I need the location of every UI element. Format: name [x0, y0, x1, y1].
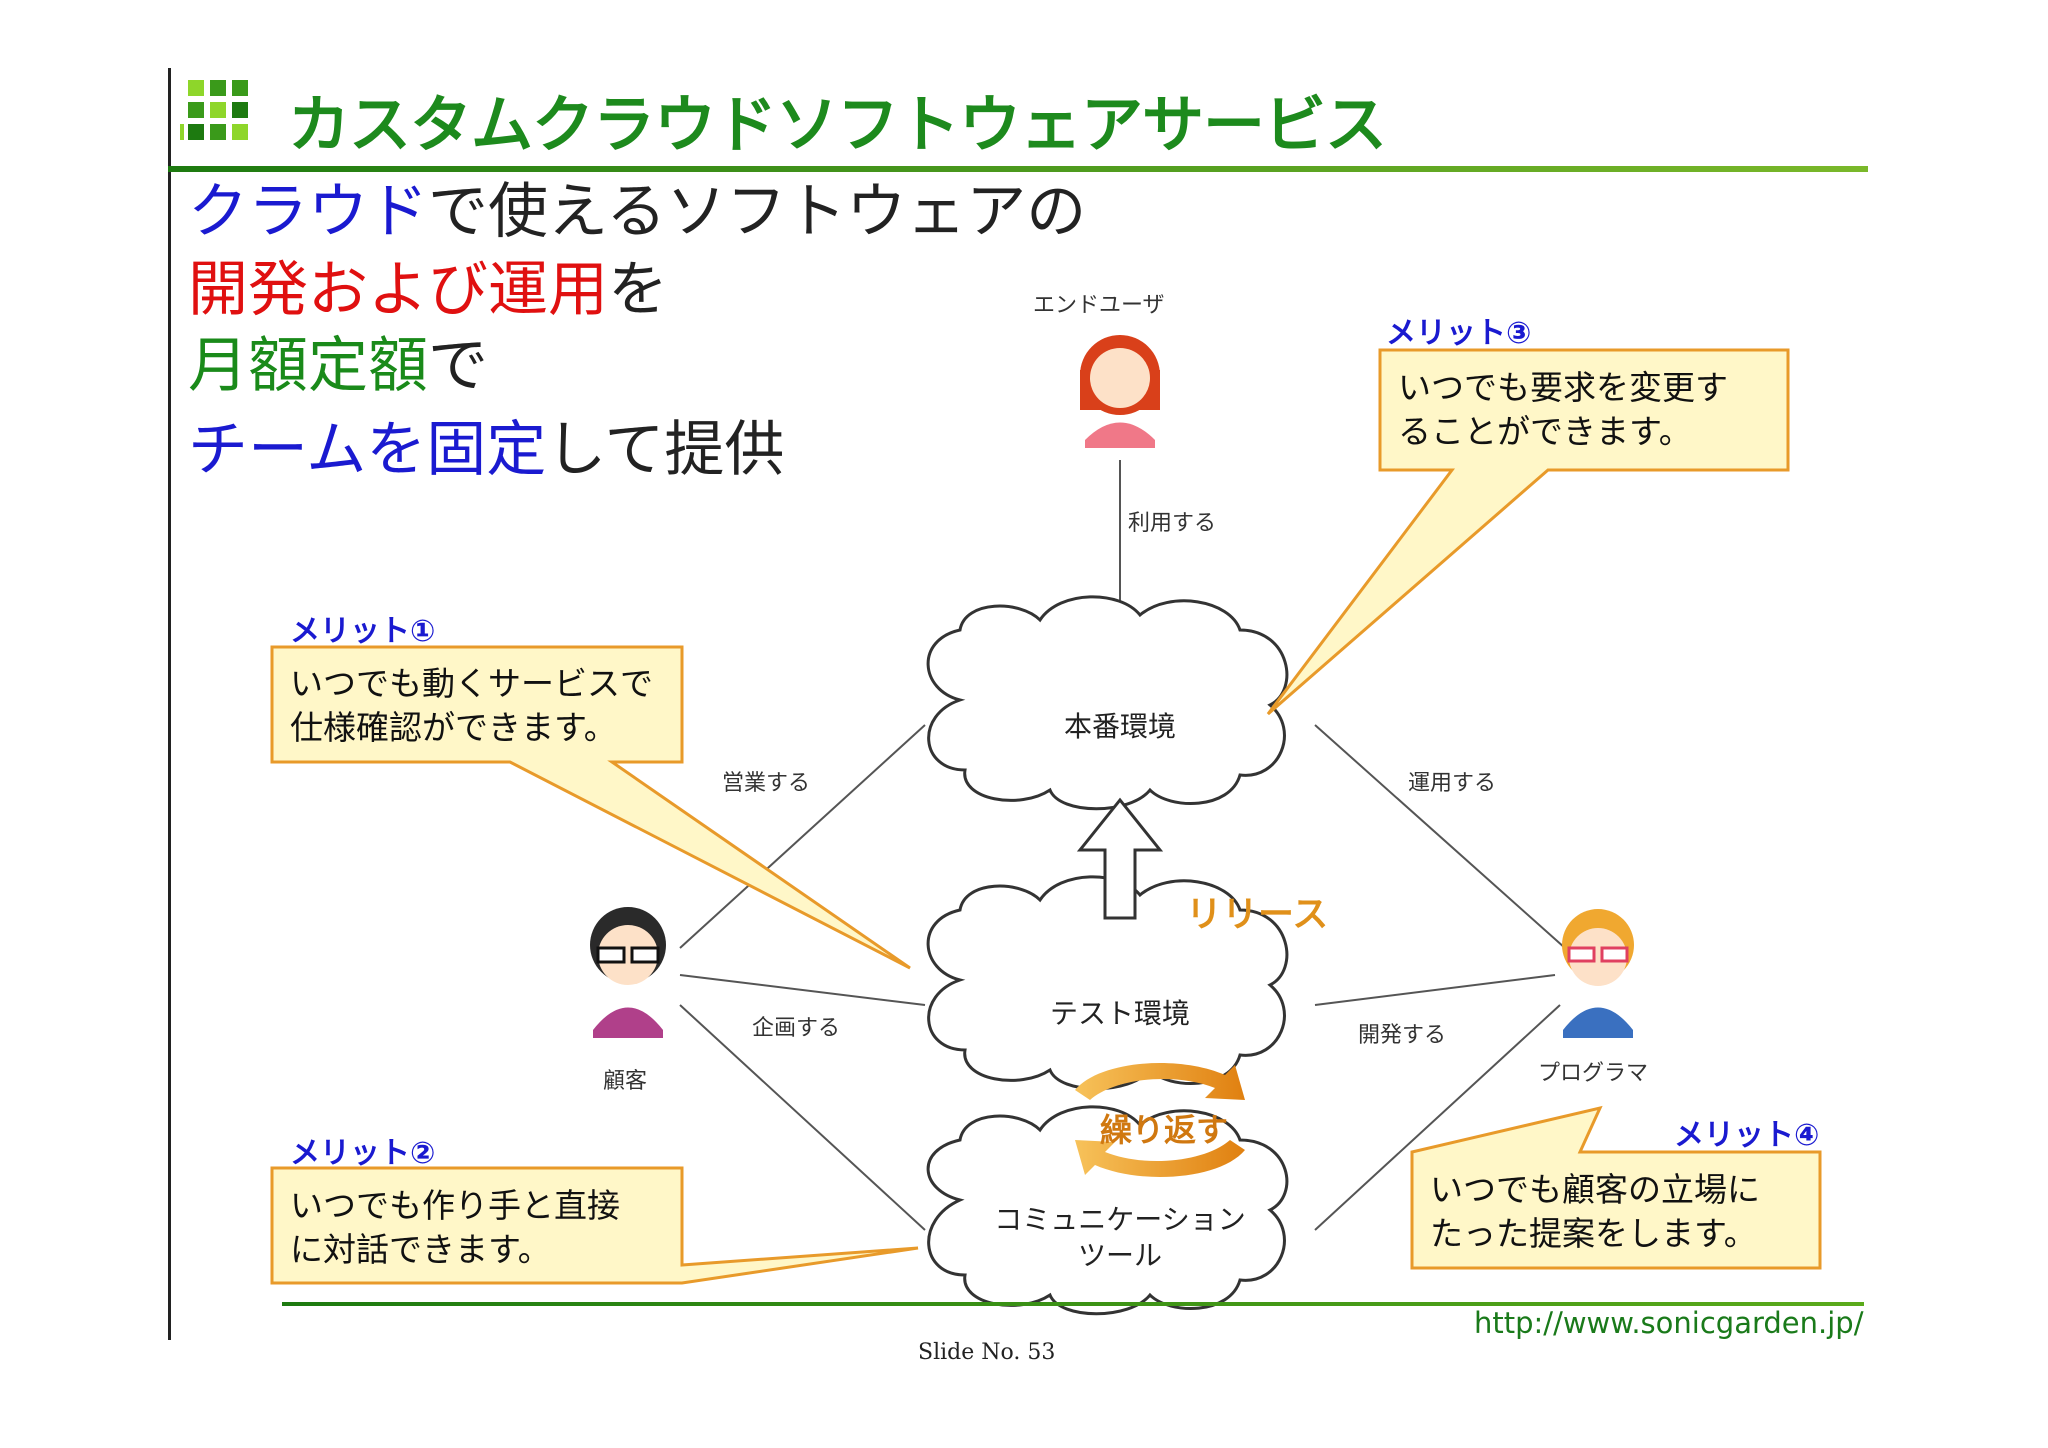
- merit-2-line1: いつでも作り手と直接: [290, 1186, 620, 1225]
- comm-tool-label-line1: コミュニケーション: [994, 1203, 1246, 1236]
- programmer-label: プログラマ: [1538, 1061, 1649, 1086]
- merit-2-label: メリット②: [290, 1136, 436, 1171]
- programmer-icon: [1562, 909, 1634, 1038]
- cycle-arrows-icon: [1075, 1063, 1245, 1177]
- merit-4-line2: たった提案をします。: [1430, 1214, 1757, 1253]
- title-underline: [168, 166, 1868, 172]
- page-title: カスタムクラウドソフトウェアサービス: [288, 88, 1387, 161]
- production-env-label: 本番環境: [1063, 710, 1176, 743]
- headline-cloud: クラウド: [188, 177, 428, 247]
- headline-line4-rest: して提供: [546, 415, 785, 485]
- merit-4-line1: いつでも顧客の立場に: [1430, 1170, 1760, 1209]
- end-user-label: エンドユーザ: [1033, 293, 1165, 318]
- use-label: 利用する: [1128, 511, 1217, 536]
- headline-line2-rest: を: [608, 255, 668, 325]
- headline-dev-ops: 開発および運用: [188, 255, 608, 325]
- headline-fixed-team: チームを固定: [188, 415, 547, 485]
- end-user-icon: [1080, 335, 1160, 448]
- left-rule: [168, 68, 171, 1340]
- merit-1-label: メリット①: [290, 614, 436, 649]
- headline-line-2: 開発および運用を: [188, 260, 668, 320]
- merit-3-line1: いつでも要求を変更す: [1398, 368, 1728, 407]
- comm-tool-label-line2: ツール: [1077, 1239, 1162, 1272]
- release-label: リリース: [1186, 894, 1329, 935]
- headline-line-1: クラウドで使えるソフトウェアの: [188, 182, 1086, 242]
- merit-1-line2: 仕様確認ができます。: [290, 708, 617, 747]
- connector-lines: [679, 460, 1566, 1231]
- company-url[interactable]: http://www.sonicgarden.jp/: [1474, 1306, 1864, 1340]
- up-arrow-icon: [1076, 797, 1164, 920]
- callout-shapes: [270, 348, 1822, 1285]
- merit-3-line2: ることができます。: [1398, 412, 1692, 451]
- headline-line1-rest: で使えるソフトウェアの: [428, 177, 1087, 247]
- headline-line-4: チームを固定して提供: [188, 420, 784, 480]
- slide-number: Slide No. 53: [918, 1340, 1056, 1365]
- develop-label: 開発する: [1358, 1023, 1447, 1048]
- merit-2-line2: に対話できます。: [290, 1230, 551, 1269]
- merit-4-label: メリット④: [1674, 1118, 1820, 1153]
- headline-line-3: 月額定額で: [188, 336, 488, 396]
- customer-icon: [590, 907, 666, 1038]
- footer-rule: [282, 1302, 1864, 1306]
- repeat-label: 繰り返す: [1100, 1111, 1229, 1149]
- customer-label: 顧客: [603, 1069, 648, 1094]
- green-squares-logo-icon: [180, 80, 248, 140]
- merit-1-line1: いつでも動くサービスで: [290, 664, 653, 703]
- headline-monthly: 月額定額: [188, 331, 428, 401]
- test-env-label: テスト環境: [1049, 997, 1190, 1030]
- sales-label: 営業する: [722, 771, 811, 796]
- headline-line3-rest: で: [428, 331, 488, 401]
- operate-label: 運用する: [1408, 771, 1497, 796]
- merit-3-label: メリット③: [1386, 316, 1532, 351]
- plan-label: 企画する: [752, 1016, 841, 1041]
